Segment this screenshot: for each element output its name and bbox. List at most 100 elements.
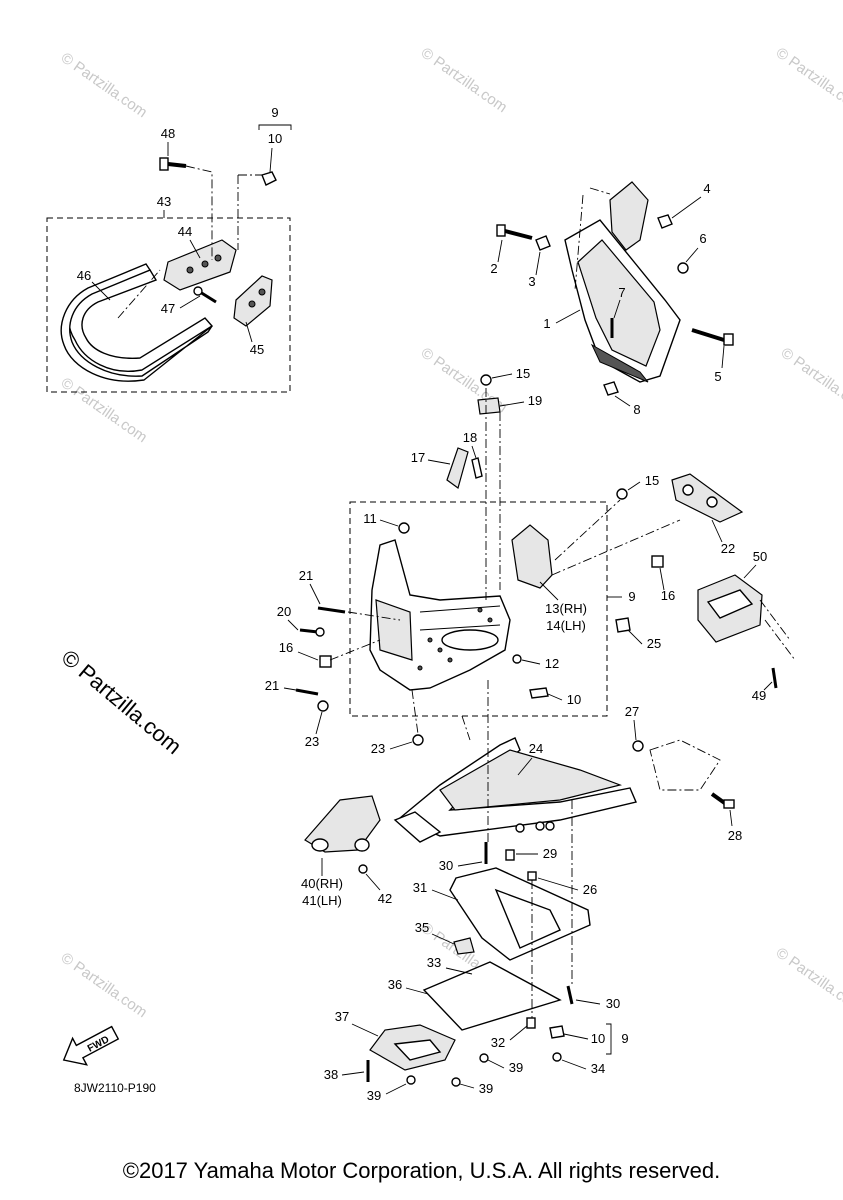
callout-22[interactable]: 22 — [721, 541, 735, 556]
callout-23[interactable]: 23 — [371, 741, 385, 756]
callout-27[interactable]: 27 — [625, 704, 639, 719]
bracket-44 — [163, 239, 237, 291]
callout-36[interactable]: 36 — [388, 977, 402, 992]
nut-4 — [657, 214, 673, 229]
callout-35[interactable]: 35 — [415, 920, 429, 935]
callout-50[interactable]: 50 — [753, 549, 767, 564]
callout-38[interactable]: 38 — [324, 1067, 338, 1082]
callout-28[interactable]: 28 — [728, 828, 742, 843]
callout-30[interactable]: 30 — [439, 858, 453, 873]
callout-37[interactable]: 37 — [335, 1009, 349, 1024]
callout-21[interactable]: 21 — [265, 678, 279, 693]
callout-11[interactable]: 11 — [363, 511, 377, 526]
callout-24[interactable]: 24 — [529, 741, 543, 756]
callout-45[interactable]: 45 — [250, 342, 264, 357]
watermark: © Partzilla.com — [778, 344, 843, 416]
rivet-21-top — [317, 606, 346, 614]
callout-9[interactable]: 9 — [621, 1031, 628, 1046]
callout-15[interactable]: 15 — [645, 473, 659, 488]
callout-49[interactable]: 49 — [752, 688, 766, 703]
callout-47[interactable]: 47 — [161, 301, 175, 316]
callout-48[interactable]: 48 — [161, 126, 175, 141]
callout-29[interactable]: 29 — [543, 846, 557, 861]
bolt-28 — [710, 792, 735, 809]
rivet-20 — [299, 627, 325, 637]
nut-27 — [632, 740, 644, 752]
callout-3[interactable]: 3 — [528, 274, 535, 289]
callout-39[interactable]: 39 — [367, 1088, 381, 1103]
diagram-code: 8JW2110-P190 — [74, 1081, 156, 1095]
callout-32[interactable]: 32 — [491, 1035, 505, 1050]
watermark: © Partzilla.com — [773, 44, 843, 116]
bolt-47 — [193, 286, 217, 304]
callout-16[interactable]: 16 — [661, 588, 675, 603]
side-watermark: © Partzilla.com — [57, 645, 187, 759]
bolt-23-left — [317, 700, 329, 712]
bracket-top-right — [609, 181, 649, 251]
callout-23[interactable]: 23 — [305, 734, 319, 749]
bolt-32 — [526, 1017, 536, 1029]
callout-19[interactable]: 19 — [528, 393, 542, 408]
callout-16[interactable]: 16 — [279, 640, 293, 655]
watermark: © Partzilla.com — [58, 49, 151, 121]
bracket-22 — [671, 473, 744, 523]
callout-41[interactable]: 41(LH) — [302, 893, 342, 908]
callout-9[interactable]: 9 — [628, 589, 635, 604]
callout-40[interactable]: 40(RH) — [301, 876, 343, 891]
callout-10[interactable]: 10 — [591, 1031, 605, 1046]
callout-20[interactable]: 20 — [277, 604, 291, 619]
callout-2[interactable]: 2 — [490, 261, 497, 276]
nut-10-lower — [549, 1025, 565, 1039]
nut-12 — [512, 654, 522, 664]
bracket-right-frame — [649, 739, 721, 791]
watermark: © Partzilla.com — [773, 944, 843, 1016]
callout-4[interactable]: 4 — [703, 181, 710, 196]
copyright-footer: ©2017 Yamaha Motor Corporation, U.S.A. A… — [122, 1158, 721, 1183]
bolt-23-center — [412, 734, 424, 746]
nut-25 — [615, 617, 631, 633]
callout-6[interactable]: 6 — [699, 231, 706, 246]
callout-25[interactable]: 25 — [647, 636, 661, 651]
callout-13[interactable]: 13(RH) — [545, 601, 587, 616]
callout-10[interactable]: 10 — [268, 131, 282, 146]
frame-member-24 — [393, 737, 637, 843]
front-frame — [369, 539, 511, 691]
callout-26[interactable]: 26 — [583, 882, 597, 897]
rivet-21-bottom — [295, 688, 319, 696]
callout-42[interactable]: 42 — [378, 891, 392, 906]
callout-39[interactable]: 39 — [479, 1081, 493, 1096]
callout-46[interactable]: 46 — [77, 268, 91, 283]
bolt-5 — [691, 328, 734, 346]
nut-15-right — [616, 488, 628, 500]
skid-plate-31 — [449, 867, 591, 961]
callout-8[interactable]: 8 — [633, 402, 640, 417]
callout-1[interactable]: 1 — [543, 316, 550, 331]
clip-35 — [453, 937, 475, 955]
callout-12[interactable]: 12 — [545, 656, 559, 671]
callout-17[interactable]: 17 — [411, 450, 425, 465]
mount-40-41 — [304, 795, 381, 853]
callout-31[interactable]: 31 — [413, 880, 427, 895]
callout-14[interactable]: 14(LH) — [546, 618, 586, 633]
callout-10[interactable]: 10 — [567, 692, 581, 707]
callout-30[interactable]: 30 — [606, 996, 620, 1011]
bolt-11 — [398, 522, 410, 534]
bracket-13-14 — [511, 524, 553, 589]
callout-39[interactable]: 39 — [509, 1060, 523, 1075]
bolt-34 — [552, 1052, 562, 1062]
callout-44[interactable]: 44 — [178, 224, 192, 239]
callout-9[interactable]: 9 — [271, 105, 278, 120]
callout-33[interactable]: 33 — [427, 955, 441, 970]
callout-15[interactable]: 15 — [516, 366, 530, 381]
callout-18[interactable]: 18 — [463, 430, 477, 445]
skid-plate-37 — [369, 1024, 456, 1071]
nut-6 — [677, 262, 689, 274]
callout-5[interactable]: 5 — [714, 369, 721, 384]
callout-43[interactable]: 43 — [157, 194, 171, 209]
callout-7[interactable]: 7 — [618, 285, 625, 300]
callout-34[interactable]: 34 — [591, 1061, 605, 1076]
callout-21[interactable]: 21 — [299, 568, 313, 583]
watermark: © Partzilla.com — [58, 949, 151, 1021]
rivet-30-lower — [566, 985, 574, 1005]
